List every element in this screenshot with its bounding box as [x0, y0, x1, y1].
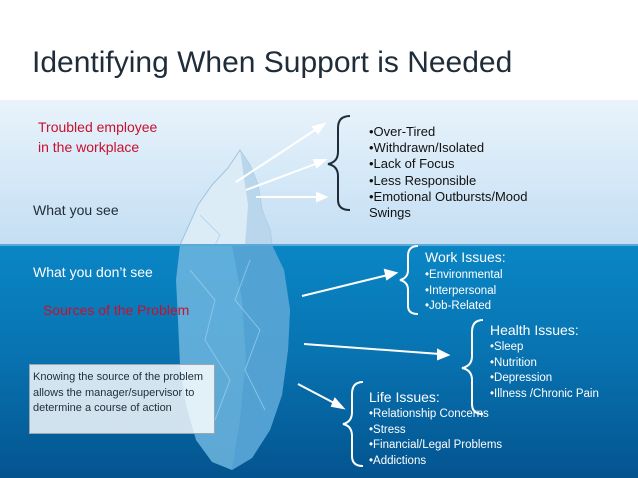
sources-of-problem-label: Sources of the Problem: [43, 302, 190, 318]
iceberg-underwater-shade: [232, 245, 290, 470]
work-issues-list: •Environmental •Interpersonal •Job-Relat…: [425, 268, 503, 315]
visible-signs-list: •Over-Tired •Withdrawn/Isolated •Lack of…: [369, 124, 544, 221]
sea-background: [0, 245, 638, 478]
bracket-visible: [327, 115, 351, 211]
iceberg-facets: [189, 214, 266, 421]
work-issues-heading: Work Issues:: [425, 249, 506, 265]
note-text: Knowing the source of the problem allows…: [33, 371, 203, 414]
troubled-employee-label: Troubled employee: [38, 119, 158, 135]
sky-background: [0, 100, 638, 245]
health-issues-list: •Sleep •Nutrition •Depression •Illness /…: [490, 340, 599, 402]
list-item: •Interpersonal: [425, 284, 497, 297]
arrows-hidden: [297, 268, 451, 410]
health-issues-heading: Health Issues:: [490, 322, 579, 338]
list-item: •Less Responsible: [369, 172, 477, 188]
list-item: •Sleep: [490, 341, 524, 353]
life-issues-heading: Life Issues:: [369, 389, 440, 405]
bracket-work: [399, 245, 419, 315]
list-item: •Emotional Outbursts/Mood Swings: [369, 188, 528, 221]
list-item: •Financial/Legal Problems: [369, 439, 503, 451]
list-item: •Nutrition: [490, 356, 537, 369]
bracket-health: [461, 319, 484, 415]
list-item: •Withdrawn/Isolated: [369, 140, 485, 156]
list-item: •Stress: [369, 423, 406, 436]
list-item: •Environmental: [425, 269, 503, 281]
slide-title: Identifying When Support is Needed: [32, 46, 513, 79]
note-box: Knowing the source of the problem allows…: [29, 364, 215, 434]
arrows-visible: [235, 122, 329, 203]
list-item: •Lack of Focus: [369, 156, 455, 172]
life-issues-list: •Relationship Concerns •Stress •Financia…: [369, 407, 502, 469]
what-you-see-label: What you see: [33, 202, 119, 218]
list-item: •Over-Tired: [369, 124, 436, 139]
title-bar: Identifying When Support is Needed: [0, 0, 638, 100]
what-you-dont-see-label: What you don’t see: [33, 264, 153, 280]
in-the-workplace-label: in the workplace: [38, 139, 140, 155]
list-item: •Depression: [490, 372, 553, 384]
list-item: •Job-Related: [425, 300, 492, 312]
list-item: •Addictions: [369, 454, 427, 467]
list-item: •Relationship Concerns: [369, 408, 489, 420]
bracket-life: [342, 381, 364, 467]
list-item: •Illness /Chronic Pain: [490, 387, 599, 400]
